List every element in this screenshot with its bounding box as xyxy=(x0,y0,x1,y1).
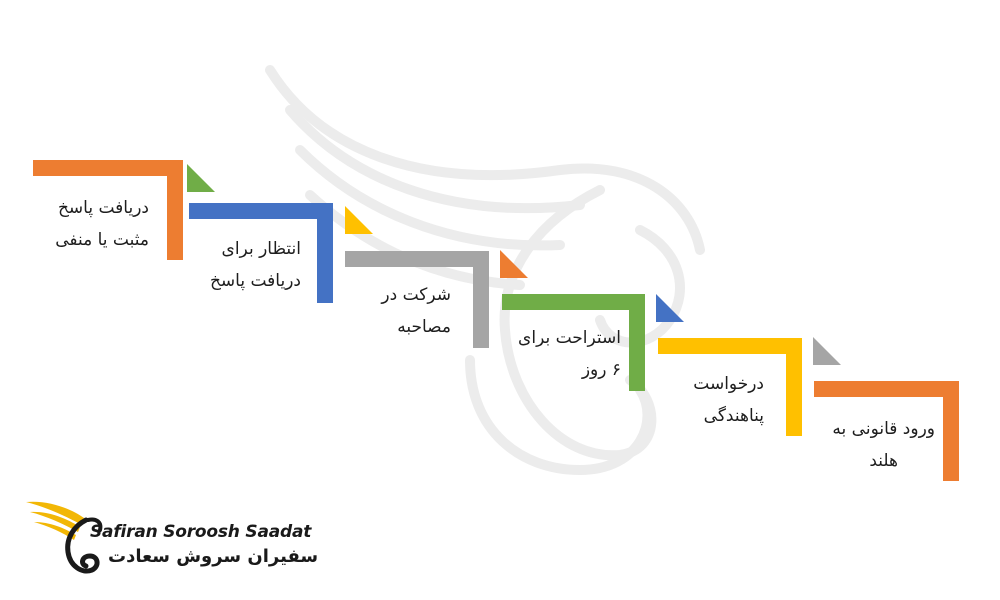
step-4-arrow xyxy=(656,294,684,322)
step-1-bar-right xyxy=(167,160,183,260)
step-6-label: ورود قانونی به هلند xyxy=(832,413,935,477)
step-3-line-2: مصاحبه xyxy=(397,317,451,337)
step-5: درخواست پناهندگی xyxy=(658,338,802,436)
step-5-line-2: پناهندگی xyxy=(703,406,764,426)
step-3: شرکت در مصاحبه xyxy=(345,251,489,348)
step-3-bar-top xyxy=(345,251,489,267)
step-1-bar-top xyxy=(33,160,183,176)
step-5-bar-top xyxy=(658,338,802,354)
step-5-arrow xyxy=(813,337,841,365)
step-2-arrow xyxy=(345,206,373,234)
step-5-line-1: درخواست xyxy=(693,374,764,394)
step-3-line-1: شرکت در xyxy=(381,285,451,305)
step-1-line-2: مثبت یا منفی xyxy=(55,230,149,250)
step-2-label: انتظار برای دریافت پاسخ xyxy=(210,233,301,297)
step-4-label: استراحت برای ۶ روز xyxy=(518,322,621,386)
step-3-bar-right xyxy=(473,251,489,348)
step-2-line-1: انتظار برای xyxy=(221,239,301,259)
step-3-arrow xyxy=(500,250,528,278)
step-4-line-2: ۶ روز xyxy=(581,360,621,380)
step-6-bar-right xyxy=(943,381,959,481)
step-6: ورود قانونی به هلند xyxy=(814,381,959,481)
step-6-line-2: هلند xyxy=(869,451,899,471)
step-1-label: دریافت پاسخ مثبت یا منفی xyxy=(55,192,149,256)
logo-english-text: Safiran Soroosh Saadat xyxy=(90,522,312,542)
step-4-bar-top xyxy=(502,294,645,310)
step-1-arrow xyxy=(187,164,215,192)
step-4-line-1: استراحت برای xyxy=(518,328,621,348)
step-5-bar-right xyxy=(786,338,802,436)
step-6-bar-top xyxy=(814,381,959,397)
step-6-line-1: ورود قانونی به xyxy=(832,419,935,439)
brand-logo: Safiran Soroosh Saadat سفیران سروش سعادت xyxy=(22,496,318,578)
step-2: انتظار برای دریافت پاسخ xyxy=(189,203,333,303)
step-5-label: درخواست پناهندگی xyxy=(693,368,764,432)
step-2-bar-top xyxy=(189,203,333,219)
step-3-label: شرکت در مصاحبه xyxy=(381,279,451,343)
step-4-bar-right xyxy=(629,294,645,391)
wing-logo-icon xyxy=(26,501,103,574)
step-2-bar-right xyxy=(317,203,333,303)
logo-persian-text: سفیران سروش سعادت xyxy=(108,546,319,567)
step-1-line-1: دریافت پاسخ xyxy=(57,198,149,218)
step-1: دریافت پاسخ مثبت یا منفی xyxy=(33,160,183,260)
step-2-line-2: دریافت پاسخ xyxy=(209,271,301,291)
step-4: استراحت برای ۶ روز xyxy=(502,294,645,391)
